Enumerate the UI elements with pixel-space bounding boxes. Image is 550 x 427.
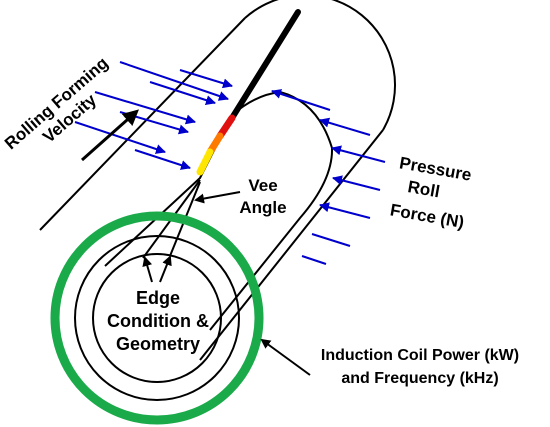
force-arrow: [119, 61, 229, 101]
force-arrow: [319, 202, 371, 219]
force-arrow: [331, 145, 386, 163]
edge-pointer-right: [159, 255, 172, 283]
force-arrow: [119, 111, 189, 135]
svg-text:Roll: Roll: [406, 177, 441, 201]
svg-text:Condition &: Condition &: [107, 311, 209, 331]
velocity-arrow: [81, 109, 139, 162]
svg-text:Induction Coil Power (kW): Induction Coil Power (kW): [321, 347, 519, 364]
svg-text:and Frequency (kHz): and Frequency (kHz): [341, 370, 498, 387]
svg-text:Edge: Edge: [136, 288, 180, 308]
label-edge-condition: Edge Condition & Geometry: [107, 288, 209, 354]
callout-arrows: [142, 191, 311, 376]
force-arrow: [149, 81, 216, 105]
edge-pointer-left: [142, 256, 153, 283]
tube-outline: [39, 0, 397, 361]
svg-text:Force (N): Force (N): [389, 200, 466, 232]
force-arrows-left: [74, 61, 233, 170]
force-arrow: [94, 91, 196, 125]
force-arrows-right: [271, 89, 386, 219]
induction-coil: [50, 211, 264, 425]
vee-angle-pointer: [194, 191, 241, 204]
weld-seam: [196, 9, 301, 176]
label-rolling-velocity: Rolling Forming Velocity: [1, 53, 112, 153]
force-arrow-tails: [301, 233, 351, 265]
force-arrow: [332, 175, 381, 191]
force-arrow: [74, 121, 166, 154]
label-induction-coil: Induction Coil Power (kW) and Frequency …: [321, 347, 519, 387]
svg-text:Angle: Angle: [239, 198, 286, 217]
label-vee-angle: Vee Angle: [239, 176, 286, 217]
coil-pointer: [260, 338, 311, 376]
force-arrow: [134, 149, 191, 170]
force-arrow: [179, 69, 233, 89]
force-arrow: [271, 89, 331, 111]
force-arrow: [319, 117, 371, 136]
tube-end-rings: [74, 235, 240, 401]
svg-text:Vee: Vee: [248, 176, 277, 195]
svg-text:Geometry: Geometry: [116, 334, 200, 354]
label-pressure-roll-force: Pressure Roll Force (N): [389, 153, 473, 232]
